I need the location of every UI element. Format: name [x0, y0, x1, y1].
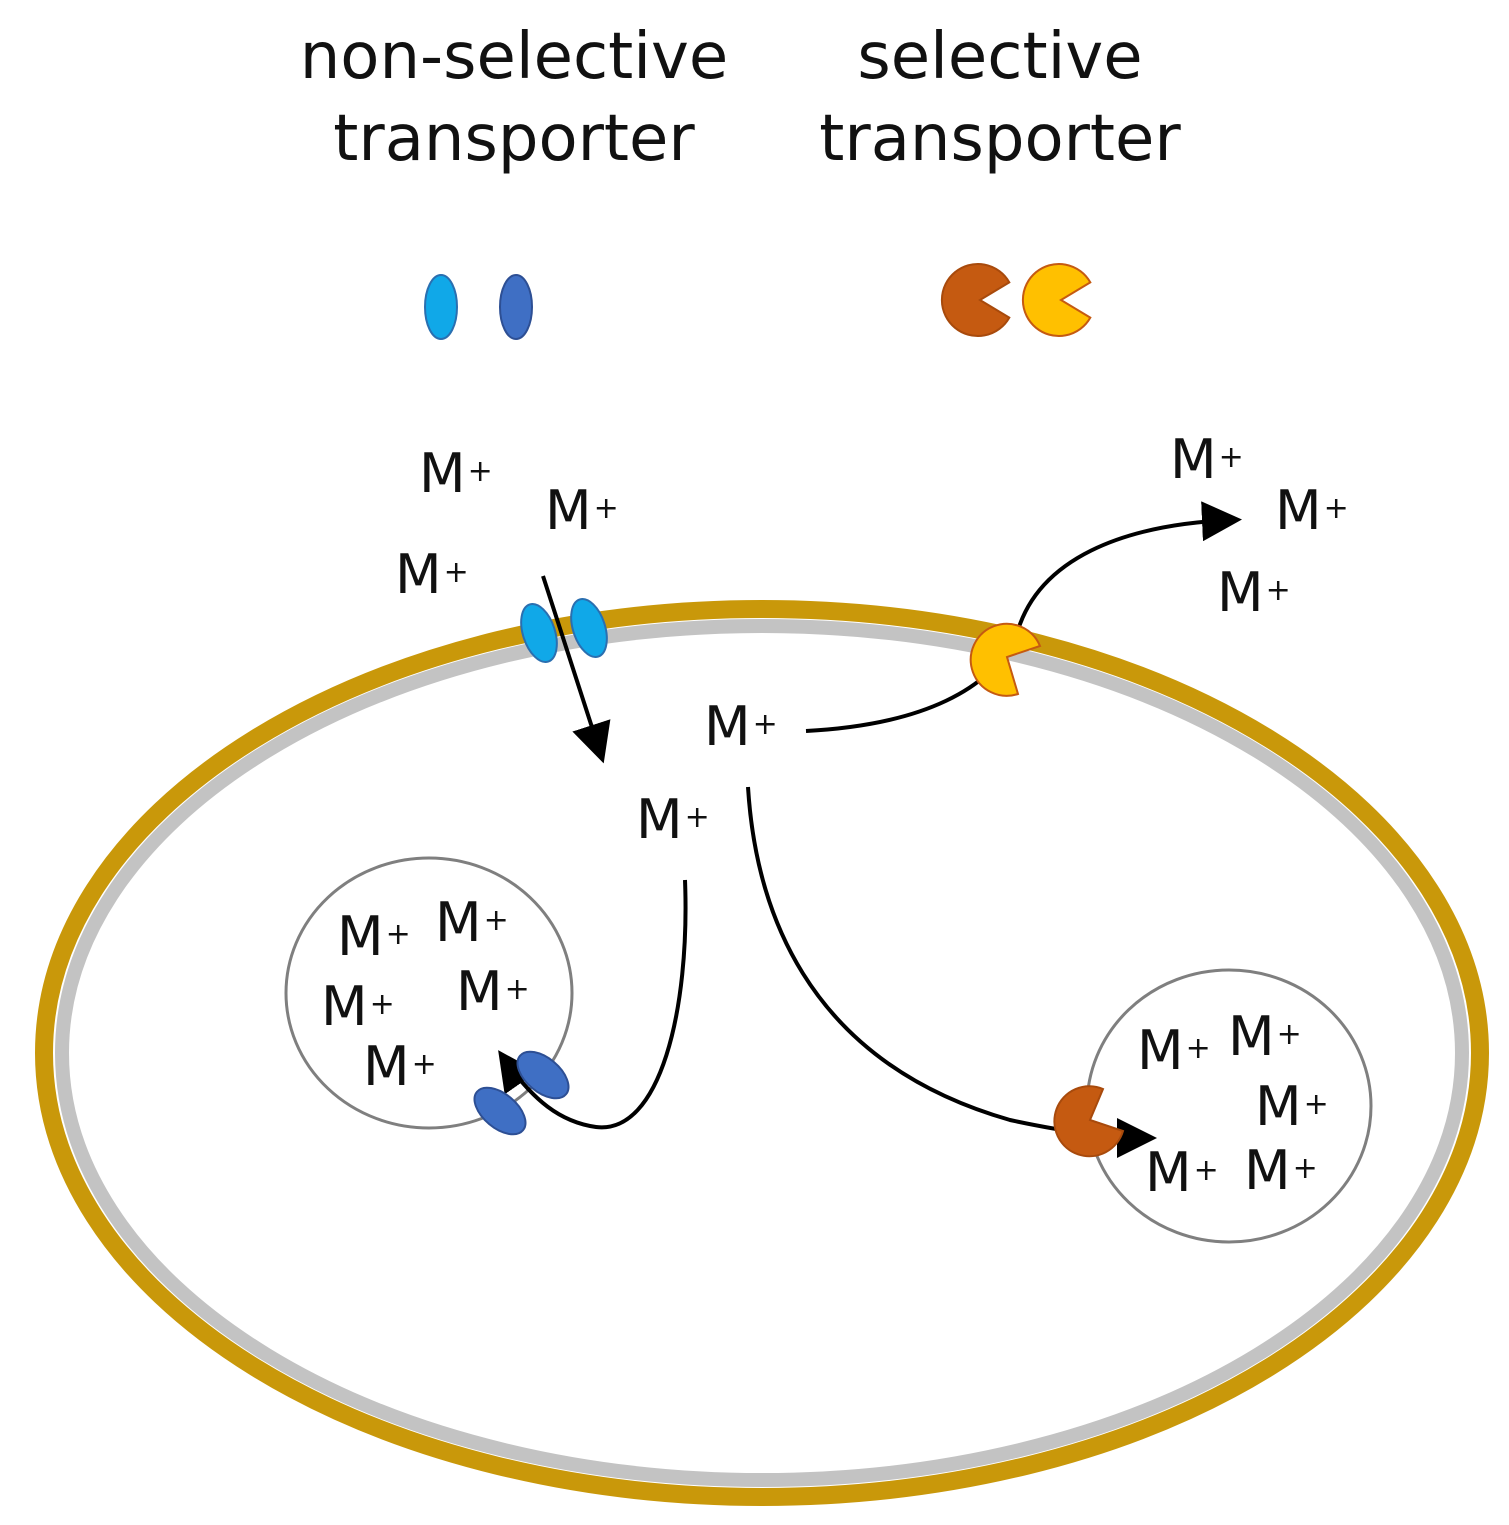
membrane-selective-transporter: [969, 622, 1042, 697]
ion-label: M+: [1275, 479, 1349, 542]
ion-label: M+: [636, 788, 710, 851]
legend-nonselective-label: non-selective transporter: [284, 16, 744, 180]
ion-label: M+: [704, 695, 778, 758]
ion-label: M+: [363, 1035, 437, 1098]
ion-label: M+: [1255, 1075, 1329, 1138]
legend-selective-label: selective transporter: [800, 16, 1200, 180]
ion-label: M+: [1228, 1005, 1302, 1068]
ion-label: M+: [1145, 1141, 1219, 1204]
ion-label: M+: [321, 975, 395, 1038]
ellipse-transporter-icon: [424, 274, 458, 340]
uptake-arrow: [541, 575, 611, 764]
left-vacuole-arrow: [498, 879, 688, 1130]
ion-label: M+: [1170, 428, 1244, 491]
legend-nonselective-icon: [424, 274, 533, 340]
ion-label: M+: [395, 543, 469, 606]
ion-label: M+: [435, 891, 509, 954]
pacman-transporter-icon: [969, 622, 1042, 697]
pacman-transporter-icon: [940, 263, 1011, 337]
legend-selective-line1: selective: [857, 20, 1143, 94]
ellipse-transporter-icon: [499, 274, 533, 340]
right-vacuole-arrow: [746, 786, 1157, 1158]
legend-selective-line2: transporter: [819, 102, 1181, 176]
right-vacuole-transporter: [1053, 1085, 1125, 1158]
ellipse-transporter-icon: [570, 598, 608, 658]
legend-selective-icon: [940, 263, 1092, 337]
ellipse-transporter-icon: [516, 1050, 570, 1100]
cell-membrane: [55, 619, 1469, 1487]
legend-nonselective-line1: non-selective: [299, 20, 729, 94]
ion-label: M+: [545, 479, 619, 542]
ellipse-transporter-icon: [473, 1086, 527, 1136]
ion-label: M+: [1137, 1019, 1211, 1082]
ion-label: M+: [419, 442, 493, 505]
pacman-transporter-icon: [1053, 1085, 1125, 1158]
ion-label: M+: [337, 905, 411, 968]
ion-label: M+: [456, 960, 530, 1023]
pacman-transporter-icon: [1021, 263, 1092, 337]
ion-label: M+: [1217, 561, 1291, 624]
ion-label: M+: [1244, 1139, 1318, 1202]
left-vacuole-transporter: [473, 1050, 570, 1136]
legend-nonselective-line2: transporter: [333, 102, 695, 176]
ellipse-transporter-icon: [520, 603, 558, 663]
cell-wall: [35, 600, 1489, 1506]
membrane-nonselective-transporter: [520, 598, 608, 663]
